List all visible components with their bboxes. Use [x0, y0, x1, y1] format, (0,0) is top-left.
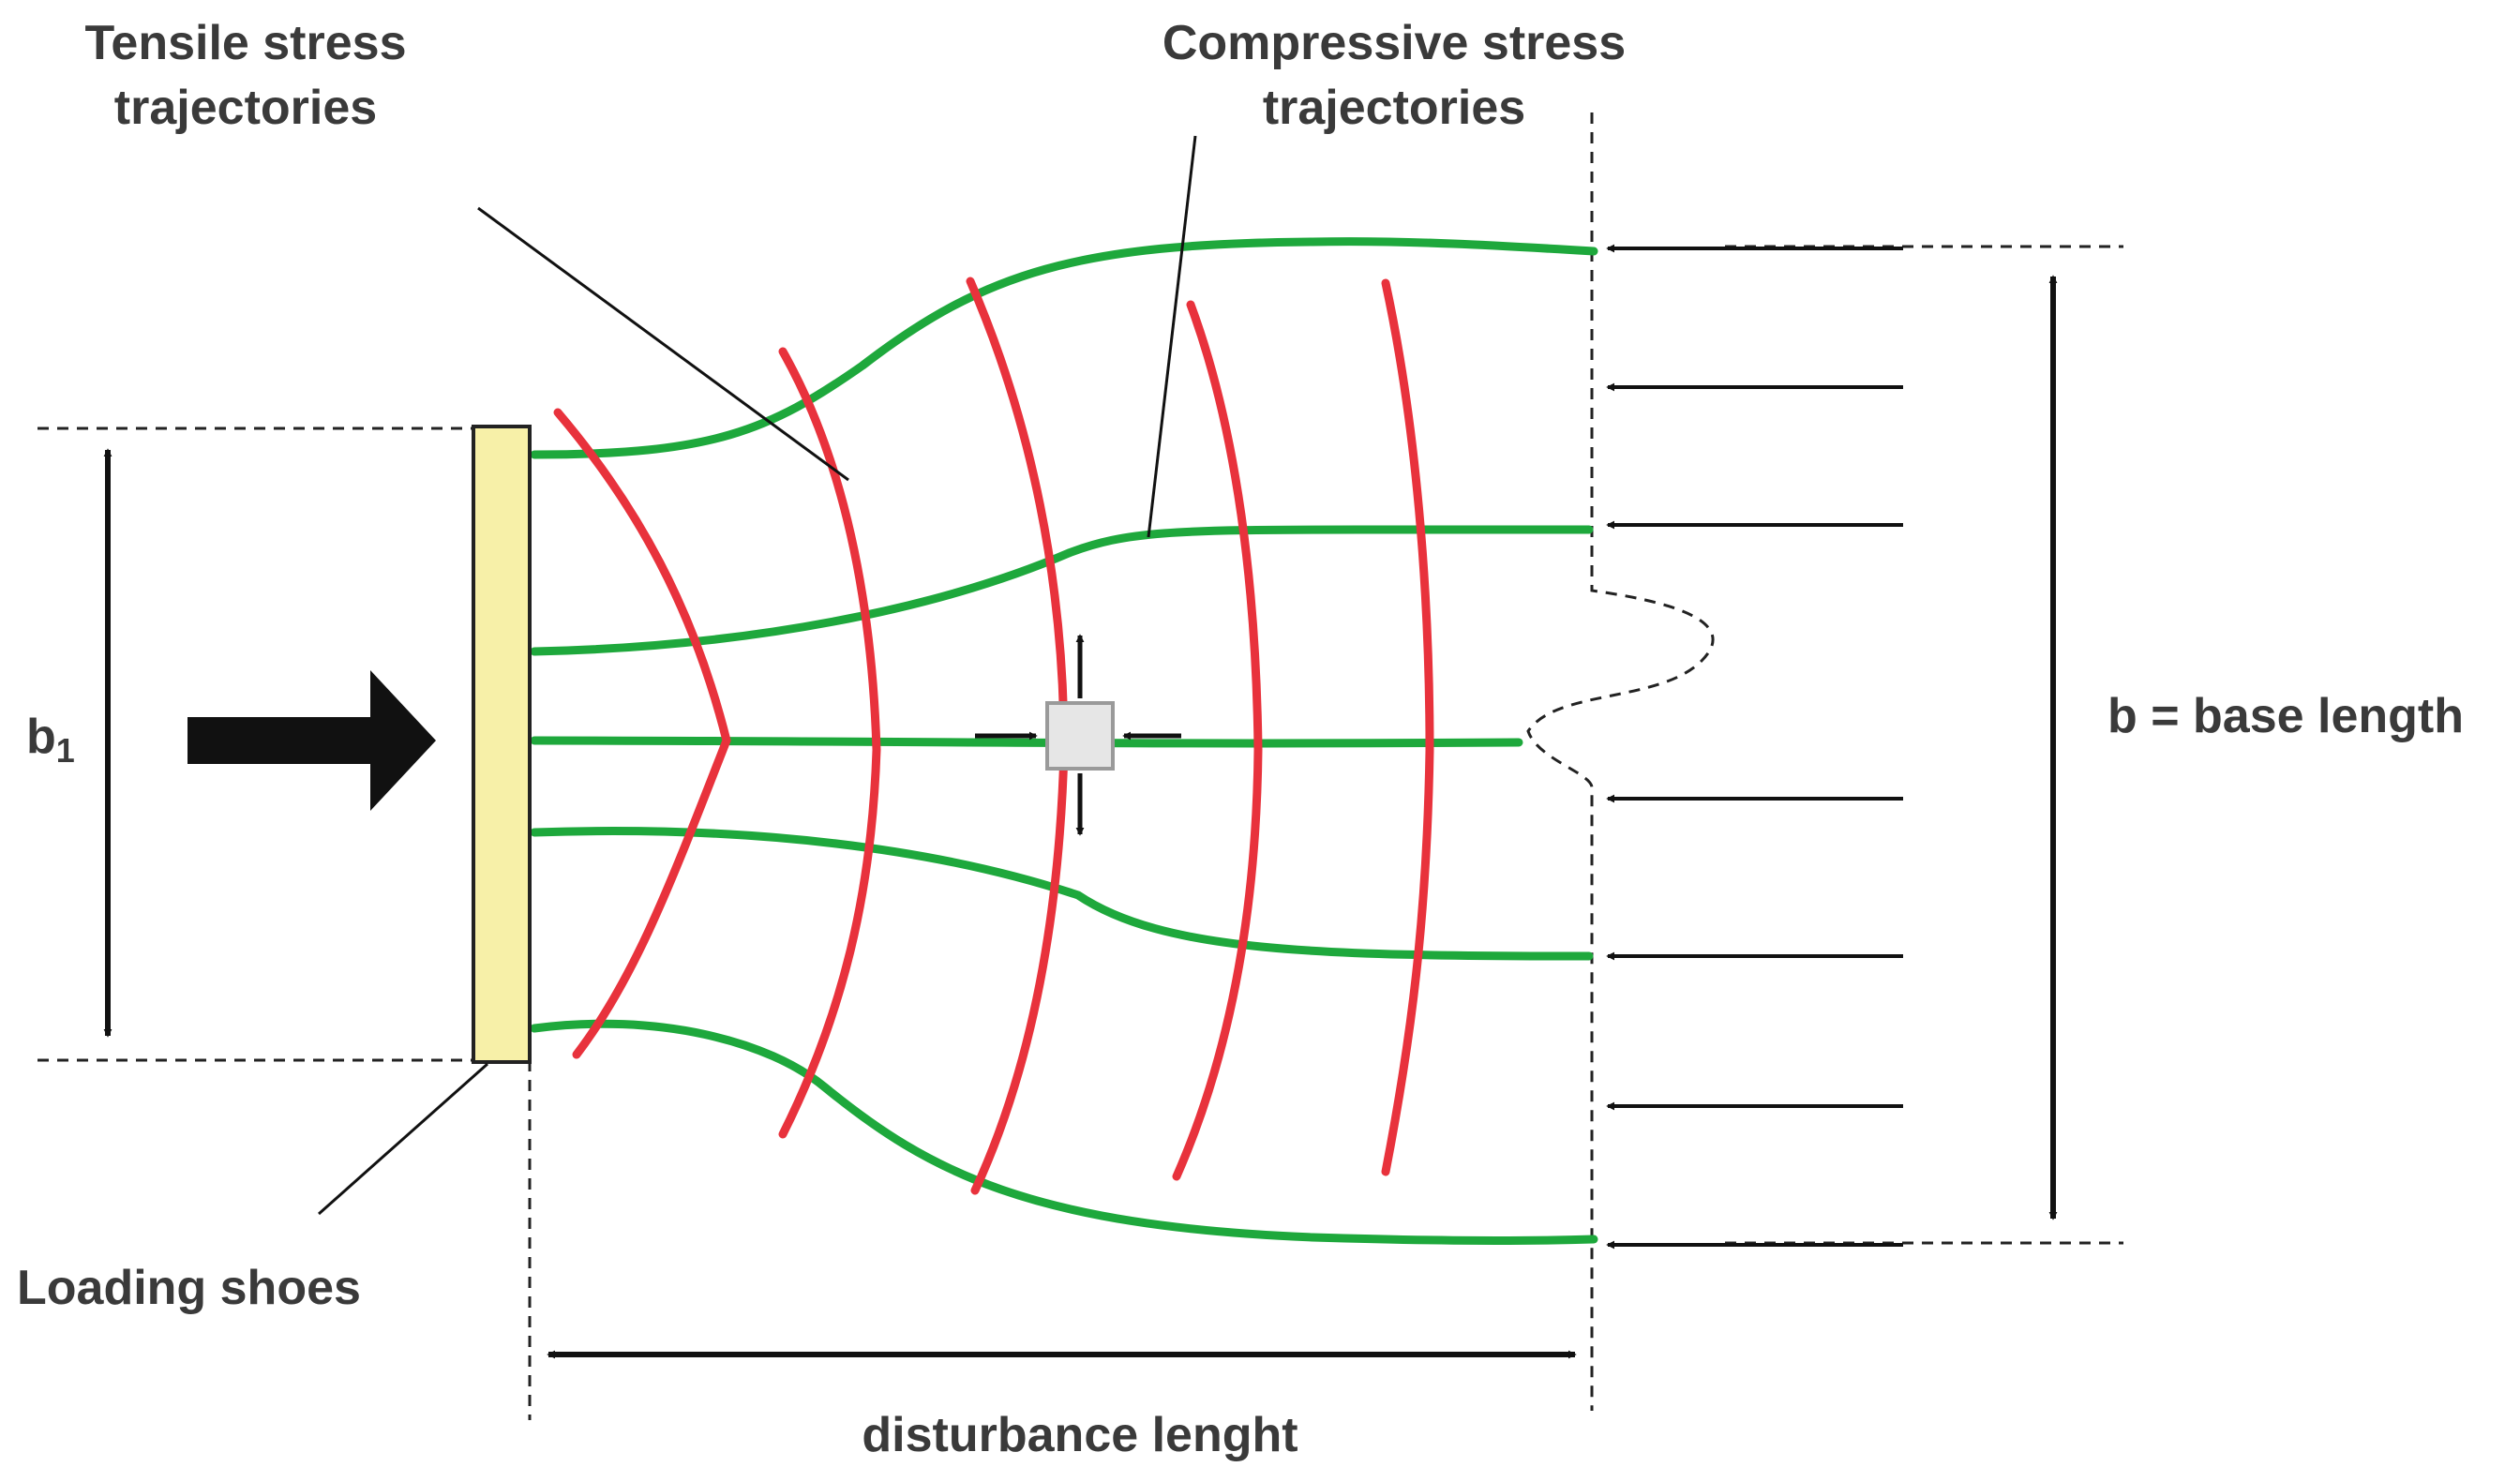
compressive-label: Compressive stress trajectories — [1162, 11, 1626, 140]
loading-shoe — [472, 425, 532, 1064]
compressive-line-1 — [530, 237, 1598, 459]
distributed-load-arrows — [1606, 244, 1903, 1250]
tensile-label: Tensile stress trajectories — [84, 11, 406, 140]
b1-label: b1 — [26, 705, 75, 773]
load-arrow — [188, 670, 436, 811]
stress-element-square — [1045, 701, 1115, 771]
tensile-leader — [477, 206, 849, 482]
compressive-line-4 — [530, 827, 1594, 961]
tensile-line-4 — [1172, 300, 1263, 1181]
disturbance-label: disturbance lenght — [862, 1408, 1298, 1462]
tensile-label-line2: trajectories — [113, 80, 378, 135]
b1-label-main: b — [26, 710, 56, 764]
compressive-leader — [1147, 135, 1197, 538]
tensile-line-2 — [778, 347, 881, 1139]
leader-lines — [318, 135, 1197, 1216]
compressive-trajectories — [530, 237, 1598, 1245]
compressive-line-2 — [530, 525, 1594, 656]
compressive-line-3 — [530, 736, 1523, 748]
stress-element — [975, 634, 1181, 836]
compressive-label-line1: Compressive stress — [1162, 16, 1627, 70]
tensile-line-5 — [1381, 278, 1434, 1176]
tensile-label-line1: Tensile stress — [84, 16, 407, 70]
compressive-label-line2: trajectories — [1262, 80, 1526, 135]
loading-shoes-leader — [318, 1062, 488, 1216]
base-length-label: b = base length — [2108, 689, 2464, 743]
b1-label-sub: 1 — [55, 731, 75, 770]
guide-right-boundary — [1526, 112, 1715, 1411]
compressive-line-5 — [530, 1019, 1598, 1245]
loading-shoes-label: Loading shoes — [17, 1261, 361, 1315]
tensile-line-1 — [553, 408, 731, 1059]
